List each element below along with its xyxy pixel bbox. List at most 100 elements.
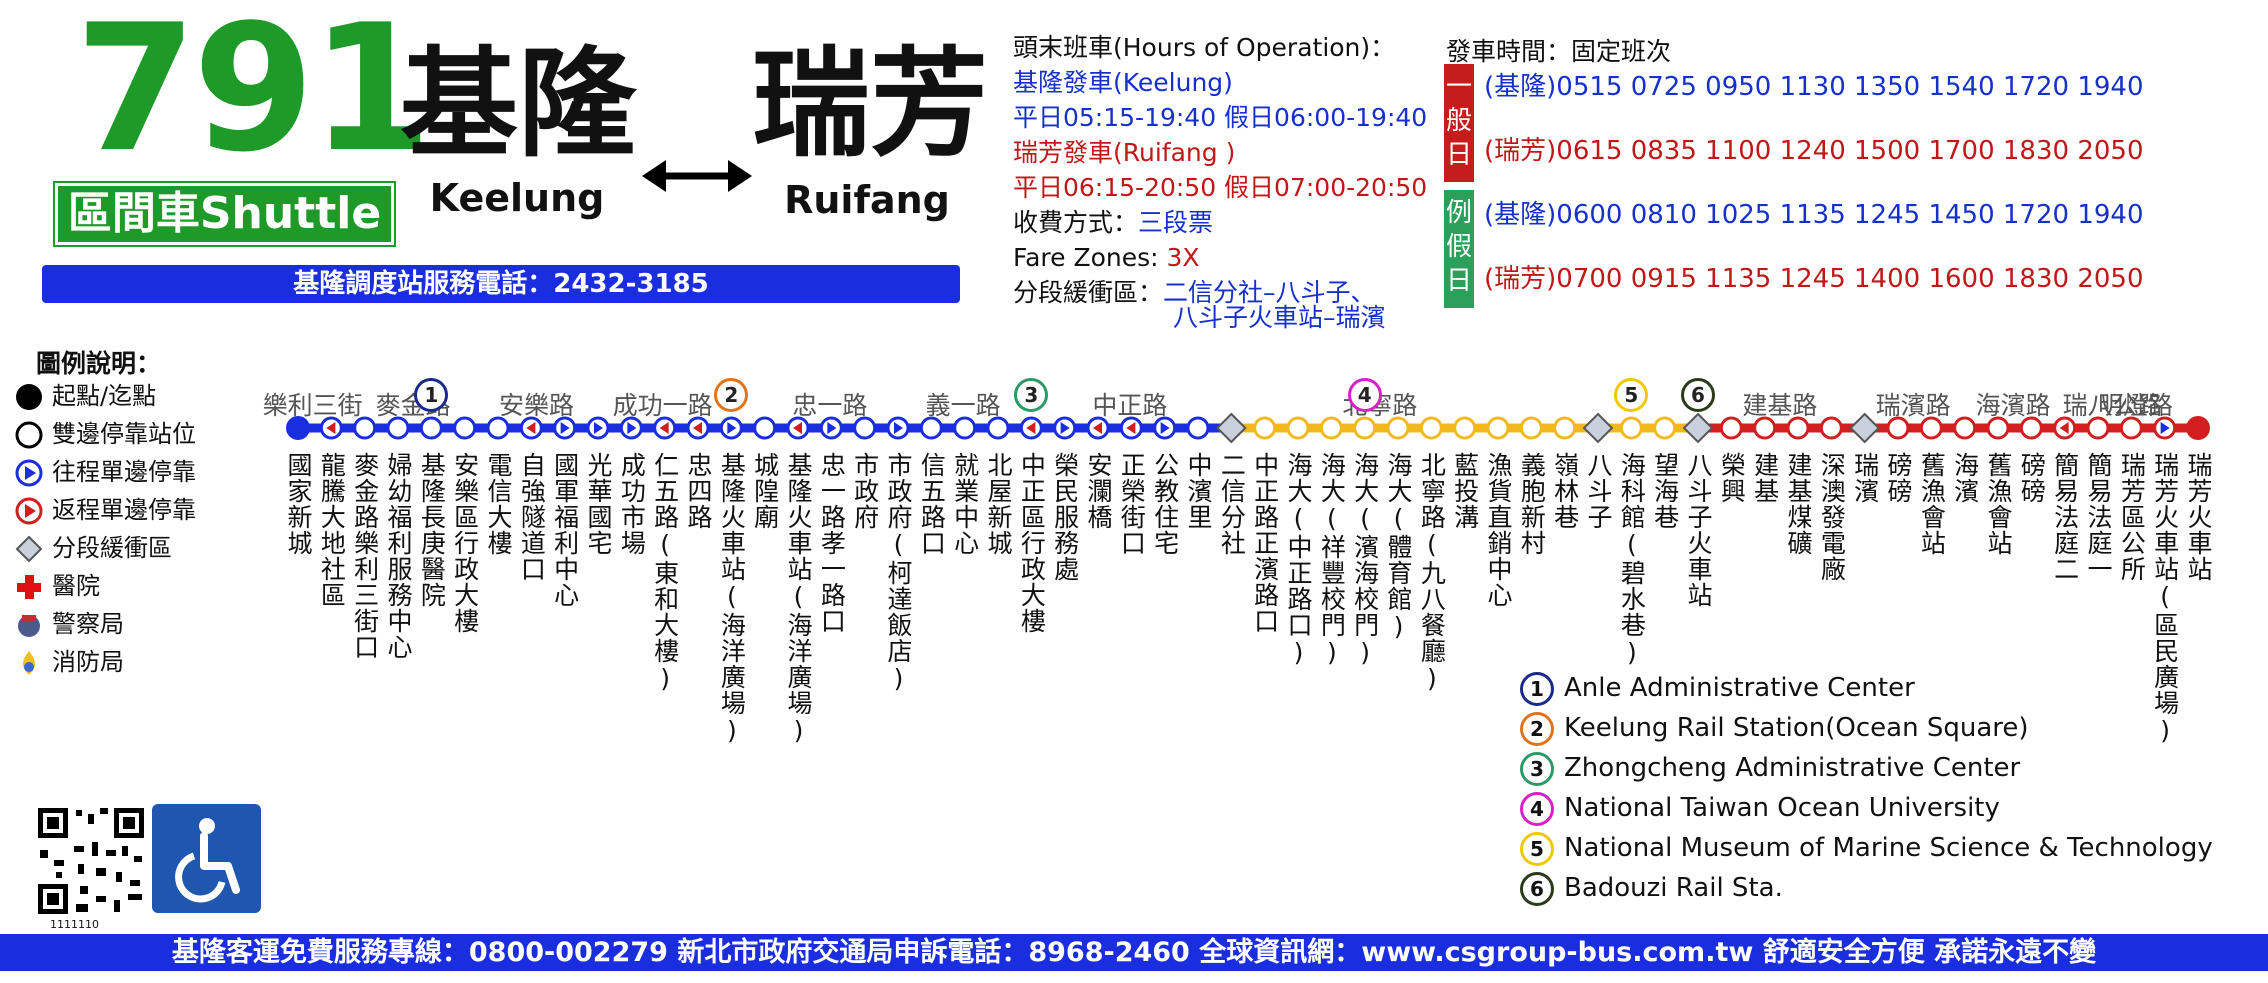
stop-name: 海大(濱海校門) — [1350, 452, 1380, 668]
buffer-zone-marker — [1582, 412, 1614, 444]
stop-name: 漁貨直銷中心 — [1484, 452, 1513, 608]
landmark-number: 1 — [1520, 671, 1554, 706]
both-sides-stop-marker — [1919, 416, 1943, 440]
road-label: 樂利三街 — [262, 391, 363, 420]
both-sides-stop-marker — [1353, 416, 1377, 440]
both-sides-stop-marker — [1453, 416, 1477, 440]
road-label: 海濱路 — [1975, 391, 2051, 420]
stop-name: 瑞濱 — [1850, 452, 1880, 504]
buffer-zone-marker — [1849, 412, 1881, 444]
stop-name: 建基 — [1750, 452, 1780, 504]
stop-name: 電信大樓 — [484, 452, 513, 556]
legend-fire: 消防局 — [14, 646, 124, 678]
schedule-title: 發車時間：固定班次 — [1446, 37, 1672, 66]
legend-title: 圖例說明： — [36, 349, 162, 378]
buffer-zone-1: 二信分社–八斗子、 — [1163, 278, 1376, 307]
stop-name: 城隍廟 — [750, 452, 780, 530]
both-sides-stop-marker — [753, 416, 777, 440]
both-sides-stop-marker — [1553, 416, 1577, 440]
road-label: 中正路 — [1092, 391, 1168, 420]
qr-code[interactable] — [36, 806, 146, 916]
fare-method: 收費方式：三段票 — [1013, 208, 1214, 237]
road-label: 瑞濱路 — [1875, 391, 1951, 420]
stop-name: 市政府(柯達飯店) — [884, 452, 913, 694]
landmark-name: Keelung Rail Station(Ocean Square) — [1564, 713, 2029, 743]
both-sides-stop-marker — [1519, 416, 1543, 440]
stop-name: 中正路正濱路口 — [1250, 452, 1280, 634]
dispatch-hotline: 基隆調度站服務電話：2432-3185 — [42, 265, 960, 303]
destination-name-en: Ruifang — [784, 178, 950, 222]
both-sides-stop-marker — [1886, 416, 1910, 440]
return-stop-marker — [519, 416, 543, 440]
stop-name: 磅磅 — [2017, 452, 2047, 504]
landmark-marker: 4 — [1347, 378, 1382, 412]
both-sides-stop-marker — [1753, 416, 1777, 440]
stop-name: 海濱 — [1950, 452, 1980, 504]
buffer-zone: 分段緩衝區：二信分社–八斗子、 — [1013, 278, 1376, 307]
stop-name: 磅磅 — [1884, 452, 1913, 504]
legend-terminal: 起點/迄點 — [14, 380, 156, 412]
return-stop-marker — [1019, 416, 1043, 440]
both-sides-stop-marker — [2119, 416, 2143, 440]
road-label: 明燈路 — [2098, 391, 2174, 420]
hospital-icon — [17, 575, 41, 599]
outbound-stop-marker — [719, 416, 743, 440]
destination-name-zh: 瑞芳 — [752, 35, 989, 173]
terminal-stop-marker — [2186, 416, 2210, 440]
return-stop-marker — [686, 416, 710, 440]
zones-value: 3X — [1166, 243, 1200, 272]
double-arrow-icon — [642, 160, 752, 192]
stop-name: 正榮街口 — [1117, 452, 1147, 556]
road-label: 忠一路 — [792, 391, 868, 420]
qr-code-id: 1111110 — [50, 918, 99, 931]
both-sides-stop-marker — [1253, 416, 1277, 440]
landmark-marker: 5 — [1614, 378, 1649, 412]
weekday-ruifang-times: (瑞芳)0615 0835 1100 1240 1500 1700 1830 2… — [1484, 136, 2144, 166]
both-sides-stop-marker — [986, 416, 1010, 440]
route-line — [286, 412, 2210, 444]
origin-name-zh: 基隆 — [400, 35, 637, 173]
stop-name: 安樂區行政大樓 — [450, 452, 480, 634]
both-sides-stop-marker — [386, 416, 410, 440]
stop-name: 中正區行政大樓 — [1017, 452, 1047, 634]
stop-name: 仁五路(東和大樓) — [650, 452, 680, 694]
stop-name: 市政府 — [850, 452, 880, 530]
both-sides-stop-marker — [453, 416, 477, 440]
stop-name: 海科館(碧水巷) — [1617, 452, 1647, 668]
return-stop-icon — [15, 497, 43, 525]
holiday-ruifang-times: (瑞芳)0700 0915 1135 1245 1400 1600 1830 2… — [1484, 264, 2144, 294]
stop-name: 忠一路孝一路口 — [817, 452, 847, 634]
buffer-zone-marker — [1215, 412, 1247, 444]
stop-name: 海大(中正路口) — [1284, 452, 1313, 668]
outbound-stop-marker — [819, 416, 843, 440]
stop-name: 嶺林巷 — [1550, 452, 1580, 530]
stop-name: 簡易法庭一 — [2084, 452, 2113, 582]
stop-name: 自強隧道口 — [517, 452, 547, 582]
fare-value: 三段票 — [1138, 208, 1214, 237]
buffer-zone-icon — [15, 535, 43, 563]
both-sides-stop-marker — [1286, 416, 1310, 440]
keelung-departure-label: 基隆發車(Keelung) — [1013, 68, 1233, 97]
terminal-stop-icon — [16, 384, 42, 410]
both-sides-stop-marker — [1986, 416, 2010, 440]
stop-name: 海大(祥豐校門) — [1317, 452, 1347, 668]
outbound-stop-marker — [1053, 416, 1077, 440]
stop-name: 榮民服務處 — [1050, 452, 1080, 582]
origin-name-en: Keelung — [429, 176, 605, 220]
both-sides-stop-marker — [486, 416, 510, 440]
landmark-name: Anle Administrative Center — [1564, 673, 1915, 703]
terminal-stop-marker — [286, 416, 310, 440]
stop-name: 義胞新村 — [1517, 452, 1547, 556]
road-label: 安樂路 — [499, 391, 575, 420]
outbound-stop-marker — [2153, 416, 2177, 440]
stop-name: 舊漁會站 — [1917, 452, 1947, 556]
stop-name: 北寧路(九八餐廳) — [1417, 452, 1447, 694]
outbound-stop-icon — [15, 459, 43, 487]
outbound-stop-marker — [886, 416, 910, 440]
stop-name: 瑞芳區公所 — [2117, 452, 2147, 582]
fire-icon — [22, 651, 36, 675]
stop-name: 八斗子火車站 — [1684, 452, 1713, 608]
stop-name: 安瀾橋 — [1084, 452, 1113, 530]
stop-name: 二信分社 — [1217, 452, 1247, 556]
return-stop-marker — [653, 416, 677, 440]
